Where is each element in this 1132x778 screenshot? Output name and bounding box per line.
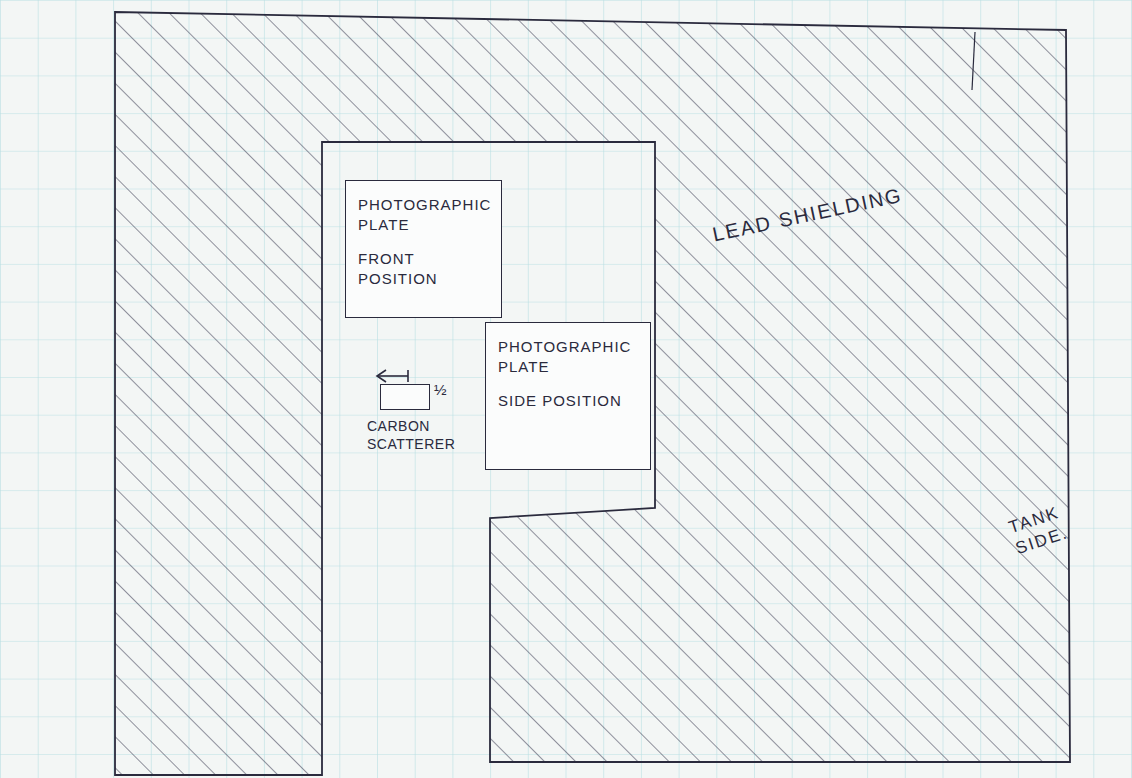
node-title: PHOTOGRAPHIC PLATE — [358, 195, 491, 235]
node-title: CARBON SCATTERER — [367, 417, 463, 453]
fraction-label: ½ — [434, 380, 464, 400]
carbon-scatterer: CARBON SCATTERER — [380, 384, 430, 410]
node-title: PHOTOGRAPHIC PLATE — [498, 337, 640, 377]
side-label: TANK SIDE. — [1006, 493, 1096, 560]
motion-arrow — [377, 370, 408, 382]
photographic-plate: PHOTOGRAPHIC PLATE SIDE POSITION — [485, 322, 651, 470]
lead-shielding — [115, 12, 1070, 775]
node-note: FRONT POSITION — [358, 249, 491, 289]
node-note: SIDE POSITION — [498, 391, 640, 411]
photographic-plate: PHOTOGRAPHIC PLATE FRONT POSITION — [345, 180, 502, 318]
tank-edge — [972, 32, 975, 90]
material-label: LEAD SHIELDING — [710, 174, 940, 247]
